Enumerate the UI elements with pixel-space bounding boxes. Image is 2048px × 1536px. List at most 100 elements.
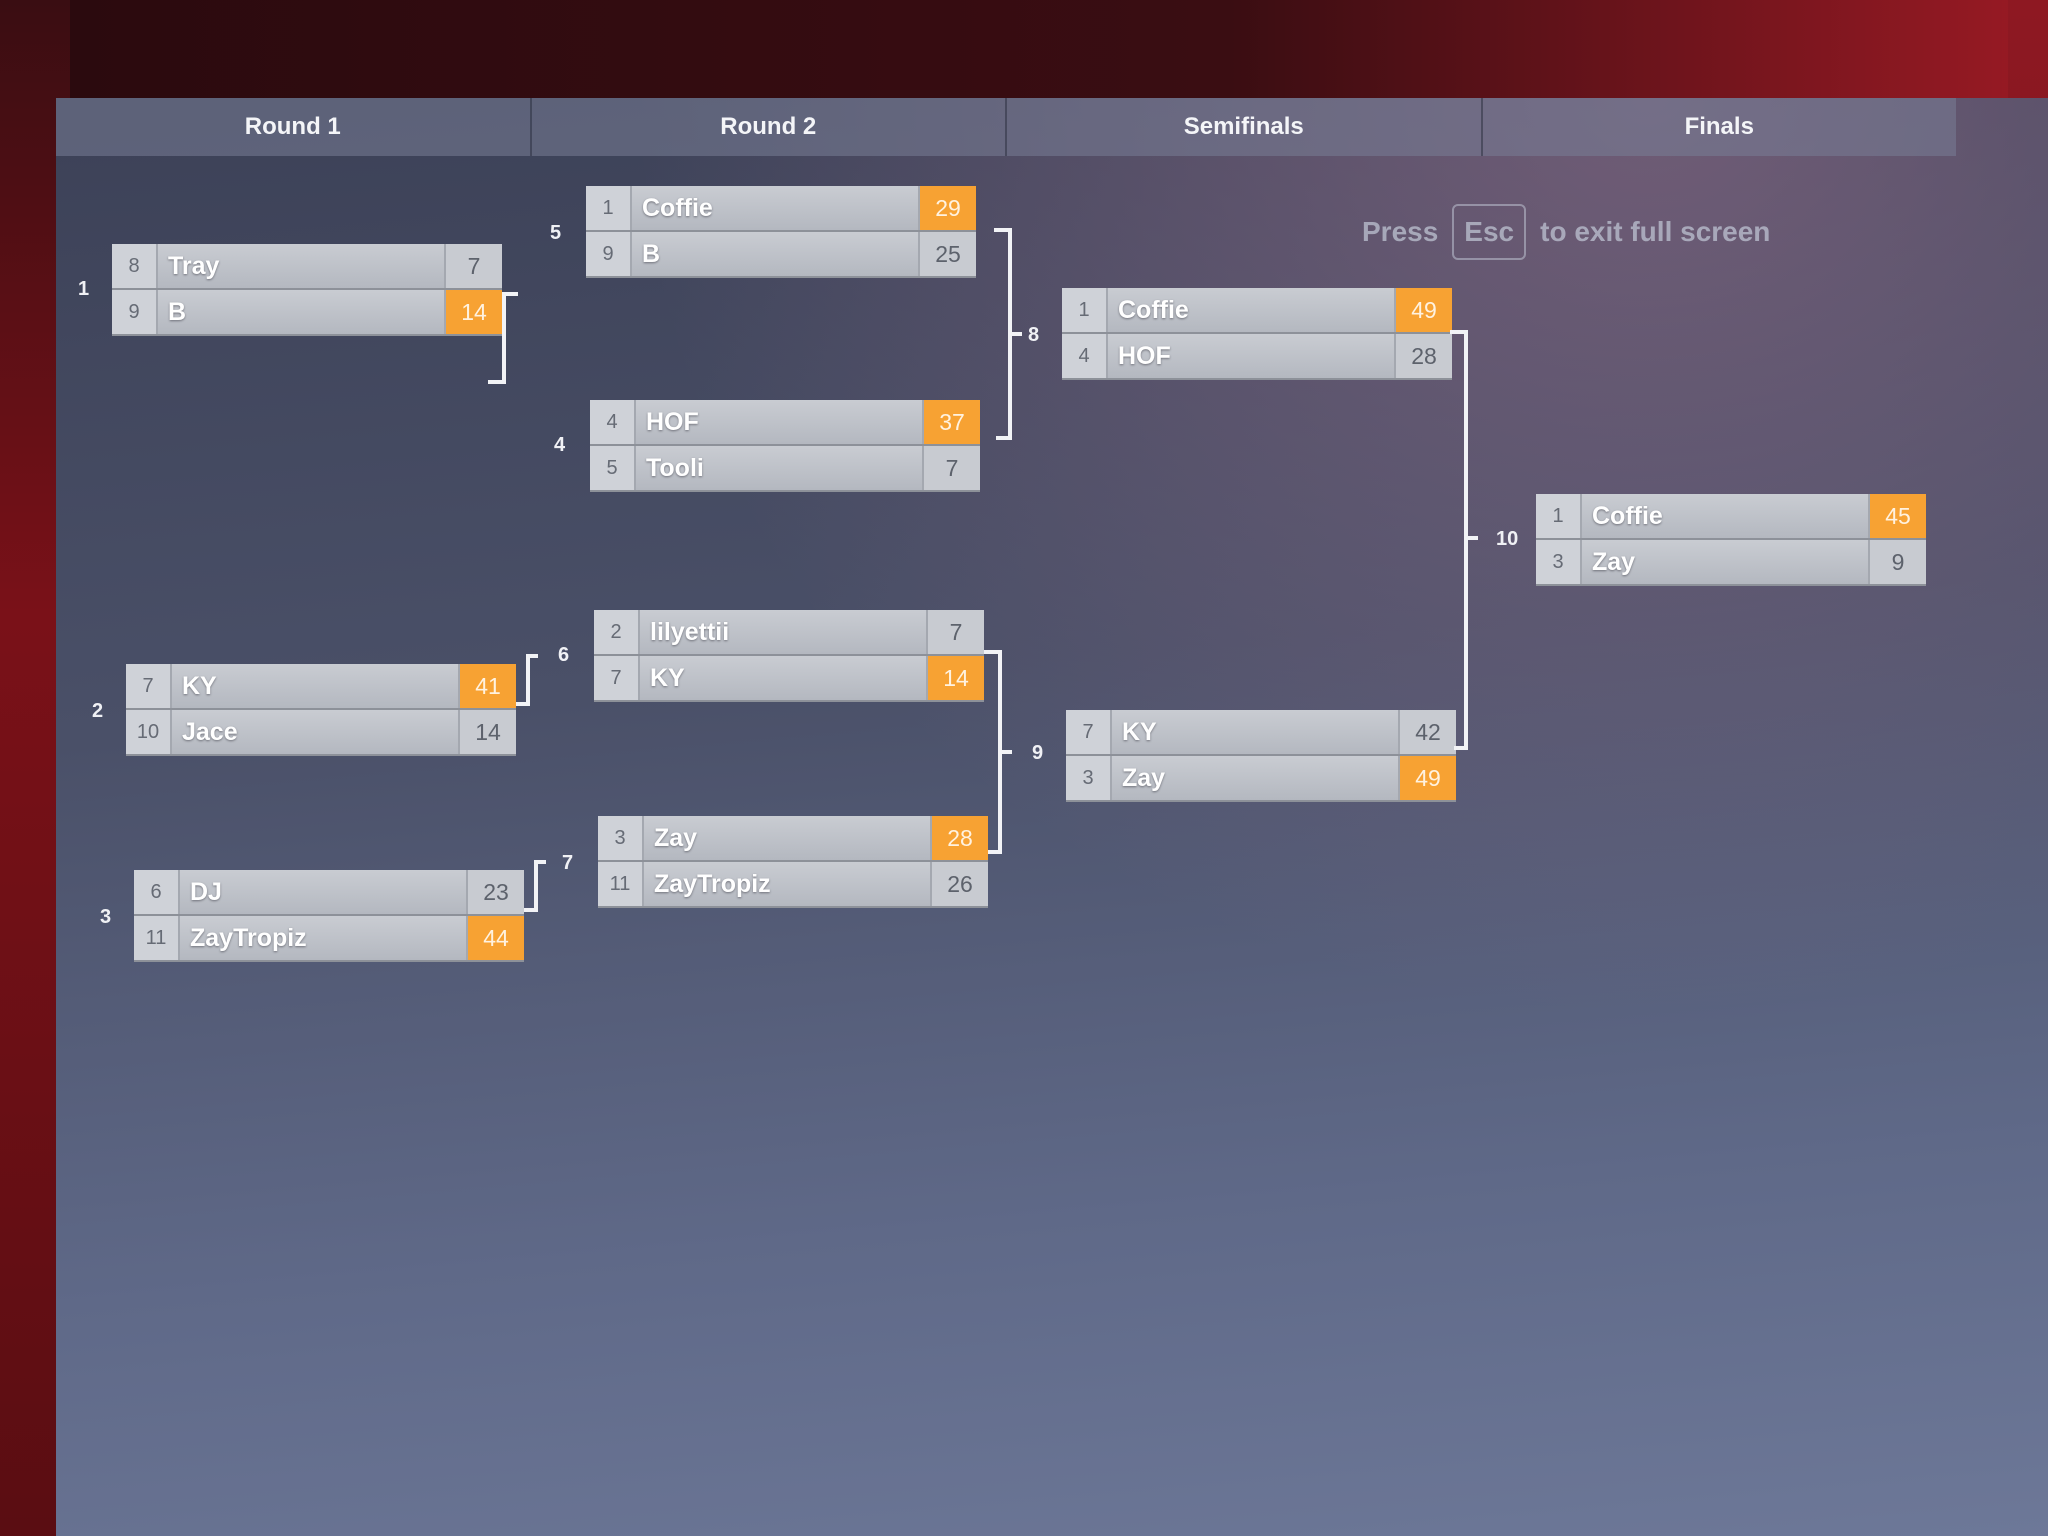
match-1-team-top[interactable]: 8 Tray 7: [112, 244, 502, 290]
round-header: Round 1 Round 2 Semifinals Finals: [56, 98, 1956, 156]
connector-m3-foot: [524, 908, 538, 912]
team-name: lilyettii: [650, 617, 730, 646]
score-winner: 37: [922, 400, 980, 444]
match-3-team-top[interactable]: 6 DJ 23: [134, 870, 524, 916]
match-8-team-top[interactable]: 1 Coffie 49: [1062, 288, 1452, 334]
round-header-round-1: Round 1: [56, 98, 532, 156]
fullscreen-exit-hint: Press Esc to exit full screen: [1362, 204, 1770, 260]
score-winner: 41: [458, 664, 516, 708]
team-name: DJ: [190, 877, 222, 906]
match-1[interactable]: 8 Tray 7 9 B 14: [112, 244, 502, 336]
hint-press-text: Press: [1362, 216, 1439, 247]
match-7[interactable]: 3 Zay 28 11 ZayTropiz 26: [598, 816, 988, 908]
team-name: KY: [650, 663, 685, 692]
seed: 5: [590, 446, 636, 490]
match-number-3: 3: [100, 906, 112, 928]
connector-m6-m7-top: [984, 650, 1002, 654]
seed: 6: [134, 870, 180, 914]
seed: 9: [586, 232, 632, 276]
connector-m3: [534, 860, 538, 912]
team-name: ZayTropiz: [654, 869, 771, 898]
score: 7: [444, 244, 502, 288]
team-name: Coffie: [642, 193, 713, 222]
connector-m2-foot: [516, 702, 530, 706]
connector-m8-tab: [1008, 332, 1022, 336]
match-6[interactable]: 2 lilyettii 7 7 KY 14: [594, 610, 984, 702]
match-5-team-top[interactable]: 1 Coffie 29: [586, 186, 976, 232]
seed: 1: [1062, 288, 1108, 332]
match-10-team-bottom[interactable]: 3 Zay 9: [1536, 540, 1926, 586]
score-winner: 49: [1398, 756, 1456, 800]
match-4[interactable]: 4 HOF 37 5 Tooli 7: [590, 400, 980, 492]
match-7-team-top[interactable]: 3 Zay 28: [598, 816, 988, 862]
connector-m9-tab: [998, 750, 1012, 754]
match-10-team-top[interactable]: 1 Coffie 45: [1536, 494, 1926, 540]
bracket-screen: Round 1 Round 2 Semifinals Finals Press …: [56, 98, 2048, 1536]
seed: 10: [126, 710, 172, 754]
score: 14: [458, 710, 516, 754]
match-9[interactable]: 7 KY 42 3 Zay 49: [1066, 710, 1456, 802]
connector-m2: [526, 654, 530, 706]
match-5[interactable]: 1 Coffie 29 9 B 25: [586, 186, 976, 278]
team-name: Tray: [168, 251, 220, 280]
connector-m2-tab: [526, 654, 538, 658]
match-6-team-top[interactable]: 2 lilyettii 7: [594, 610, 984, 656]
connector-m8-m9: [1464, 330, 1468, 750]
connector-m8-m9-bottom: [1454, 746, 1468, 750]
score-winner: 29: [918, 186, 976, 230]
match-8[interactable]: 1 Coffie 49 4 HOF 28: [1062, 288, 1452, 380]
score: 9: [1868, 540, 1926, 584]
seed: 3: [598, 816, 644, 860]
team-name: Zay: [654, 823, 698, 852]
match-2[interactable]: 7 KY 41 10 Jace 14: [126, 664, 516, 756]
connector-m1-foot: [488, 380, 506, 384]
connector-m10-tab: [1464, 536, 1478, 540]
match-9-team-bottom[interactable]: 3 Zay 49: [1066, 756, 1456, 802]
match-3-team-bottom[interactable]: 11 ZayTropiz 44: [134, 916, 524, 962]
connector-m5-m4-top: [994, 228, 1012, 232]
team-name: Coffie: [1592, 501, 1663, 530]
seed: 1: [586, 186, 632, 230]
team-name: Zay: [1592, 547, 1636, 576]
match-number-2: 2: [92, 700, 104, 722]
seed: 1: [1536, 494, 1582, 538]
match-5-team-bottom[interactable]: 9 B 25: [586, 232, 976, 278]
seed: 7: [1066, 710, 1112, 754]
connector-m3-tab: [534, 860, 546, 864]
match-4-team-bottom[interactable]: 5 Tooli 7: [590, 446, 980, 492]
team-name: Zay: [1122, 763, 1166, 792]
team-name: Jace: [182, 717, 238, 746]
team-name: Coffie: [1118, 295, 1189, 324]
seed: 7: [126, 664, 172, 708]
score: 23: [466, 870, 524, 914]
score: 7: [926, 610, 984, 654]
monitor-bezel-top: [0, 0, 2048, 110]
connector-m5-m4-bottom: [996, 436, 1012, 440]
match-number-10: 10: [1496, 528, 1519, 550]
match-2-team-top[interactable]: 7 KY 41: [126, 664, 516, 710]
match-2-team-bottom[interactable]: 10 Jace 14: [126, 710, 516, 756]
connector-m8-m9-top: [1450, 330, 1468, 334]
connector-m1-tab: [502, 292, 518, 296]
match-8-team-bottom[interactable]: 4 HOF 28: [1062, 334, 1452, 380]
team-name: B: [168, 297, 187, 326]
team-name: KY: [1122, 717, 1157, 746]
score-winner: 28: [930, 816, 988, 860]
team-name: HOF: [646, 407, 699, 436]
hint-rest-text: to exit full screen: [1540, 216, 1771, 247]
seed: 2: [594, 610, 640, 654]
round-header-semifinals: Semifinals: [1007, 98, 1483, 156]
match-number-5: 5: [550, 222, 562, 244]
match-1-team-bottom[interactable]: 9 B 14: [112, 290, 502, 336]
match-3[interactable]: 6 DJ 23 11 ZayTropiz 44: [134, 870, 524, 962]
match-4-team-top[interactable]: 4 HOF 37: [590, 400, 980, 446]
score: 42: [1398, 710, 1456, 754]
match-6-team-bottom[interactable]: 7 KY 14: [594, 656, 984, 702]
connector-m1: [502, 292, 506, 384]
match-9-team-top[interactable]: 7 KY 42: [1066, 710, 1456, 756]
seed: 11: [134, 916, 180, 960]
match-7-team-bottom[interactable]: 11 ZayTropiz 26: [598, 862, 988, 908]
seed: 8: [112, 244, 158, 288]
match-10-final[interactable]: 1 Coffie 45 3 Zay 9: [1536, 494, 1926, 586]
seed: 3: [1066, 756, 1112, 800]
